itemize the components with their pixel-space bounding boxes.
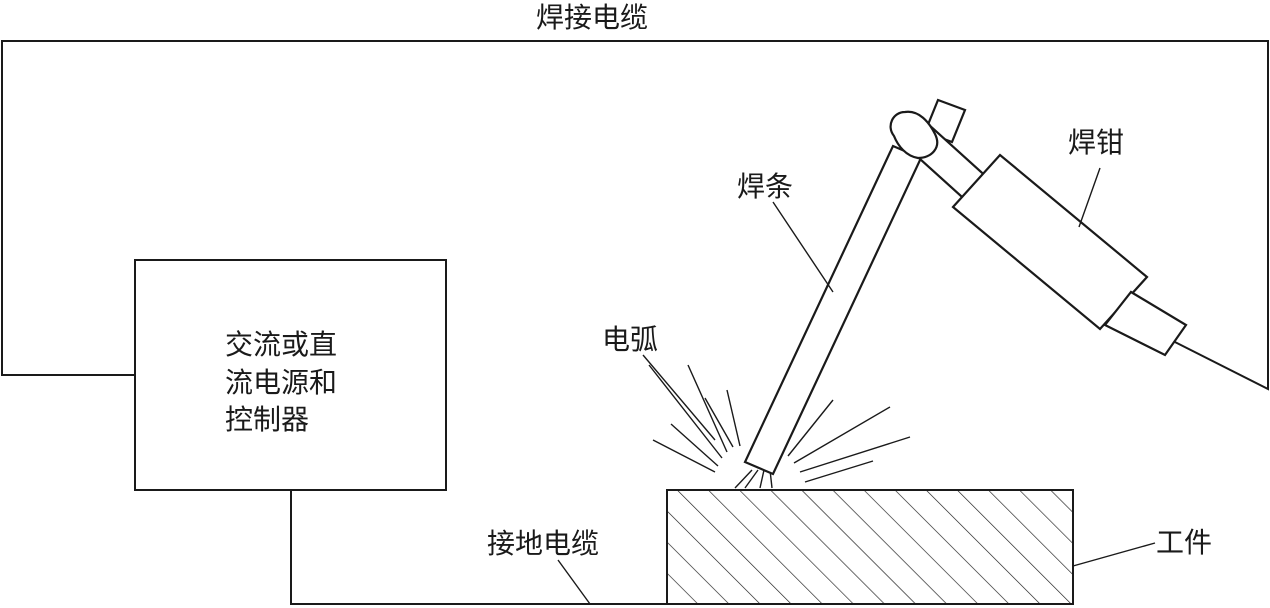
ground-cable-leader (557, 559, 591, 605)
power-source-label-line2: 流电源和 (225, 366, 337, 399)
workpiece-hatch (667, 490, 1073, 604)
holder-leader (1078, 167, 1101, 228)
power-source-label-line1: 交流或直 (225, 328, 337, 361)
power-source-label-line3: 控制器 (225, 403, 309, 436)
welding-cable-label: 焊接电缆 (536, 1, 648, 34)
electrode-holder (889, 98, 1188, 357)
workpiece-label: 工件 (1156, 526, 1212, 559)
electrode-holder-label: 焊钳 (1068, 126, 1124, 159)
workpiece-block (666, 489, 1074, 605)
ground-cable-line (290, 490, 667, 605)
arc-label: 电弧 (602, 323, 658, 356)
ground-cable-label: 接地电缆 (487, 527, 599, 560)
welding-cable-line (1, 40, 1269, 391)
electrode-label: 焊条 (737, 170, 793, 203)
electrode-leader (772, 201, 834, 293)
arc-leader (642, 354, 716, 441)
workpiece-leader (1072, 542, 1156, 567)
